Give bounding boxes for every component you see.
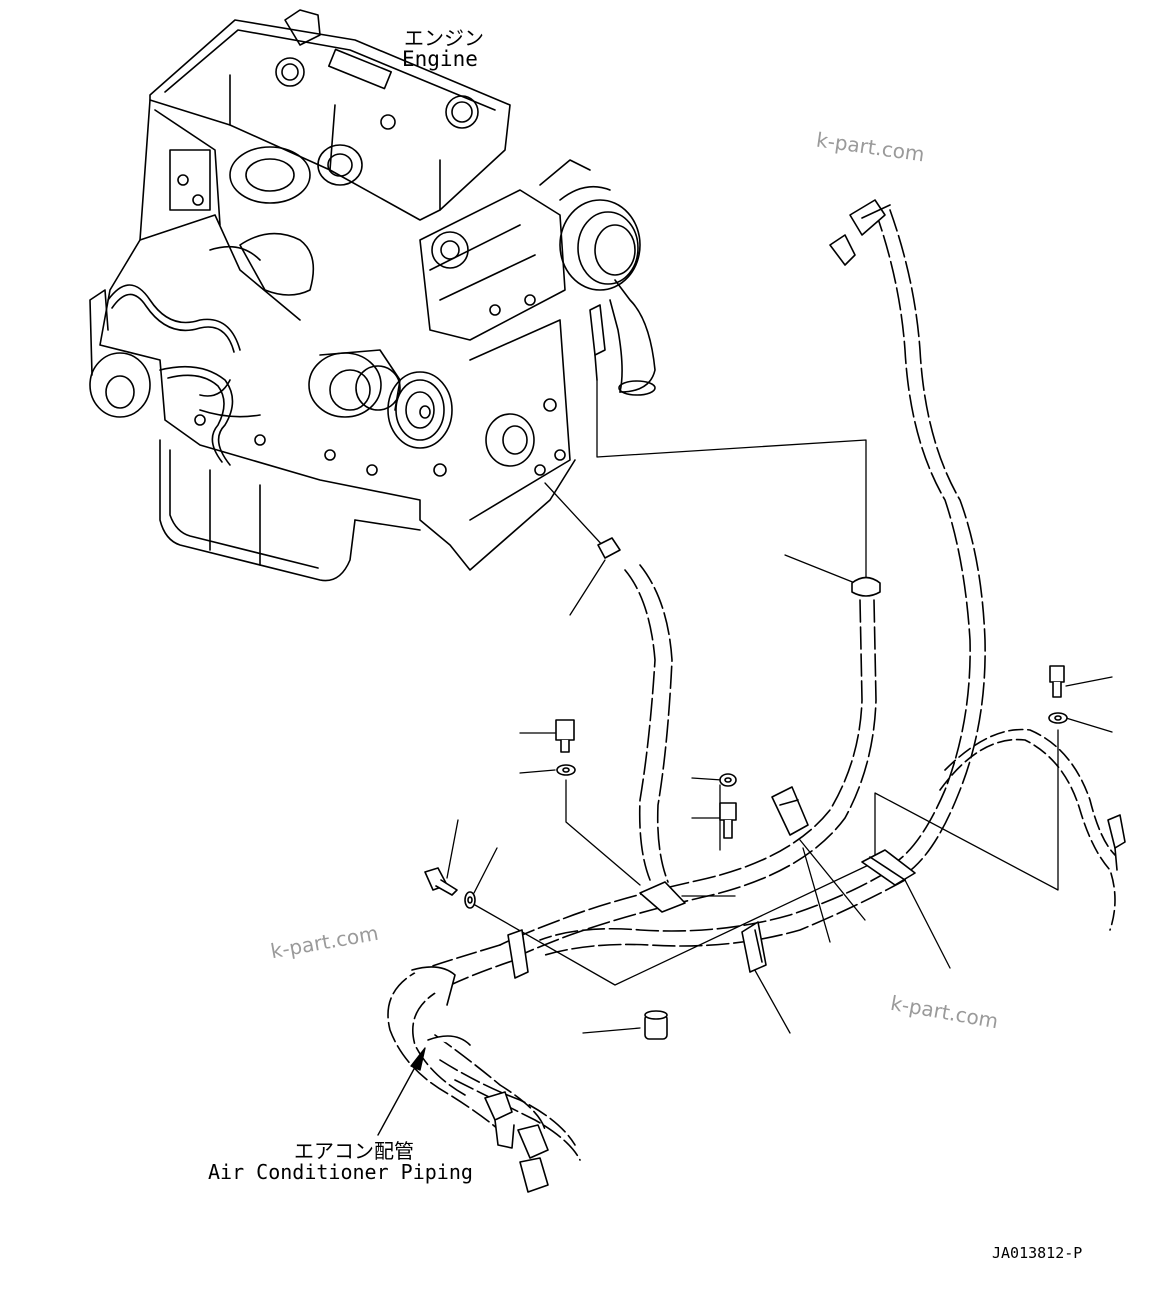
engine-drawing: [89, 9, 656, 582]
hose-upper: [874, 209, 986, 881]
engine-label-en: Engine: [402, 47, 478, 71]
drawing-number: JA013812-P: [992, 1244, 1083, 1262]
parts: [411, 199, 1126, 1193]
engine-label-jp: エンジン: [404, 26, 484, 50]
leader-lines: [446, 379, 1113, 1034]
hose-left-drop: [624, 564, 673, 883]
piping-arrow: [377, 1047, 426, 1136]
hose-lower-main: [499, 599, 906, 961]
piping-label-en: Air Conditioner Piping: [208, 1160, 473, 1184]
piping-label-jp: エアコン配管: [294, 1139, 414, 1163]
hose-bend-bottom: [387, 944, 581, 1161]
hose-right-branch: [939, 728, 1116, 931]
